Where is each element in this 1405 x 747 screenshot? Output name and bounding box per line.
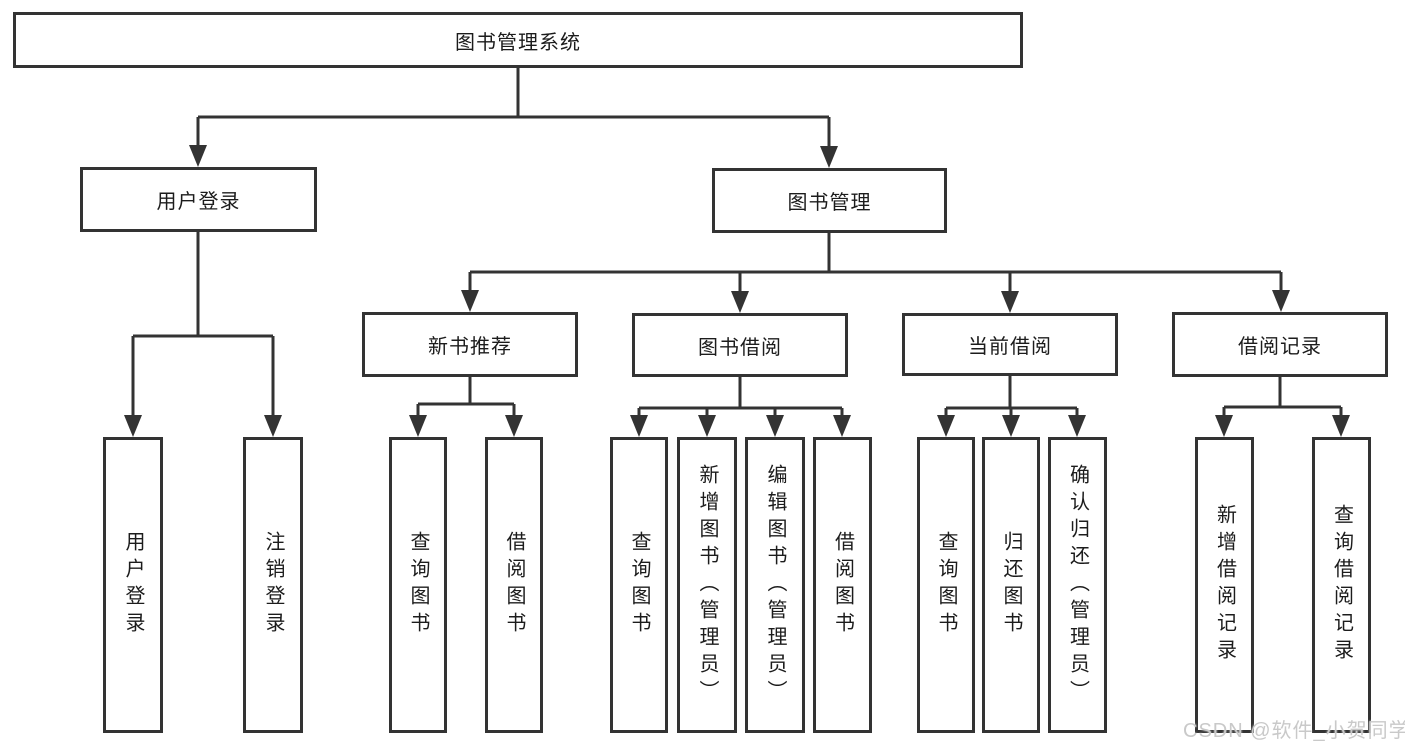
node-library-management-system: 图书管理系统 [13, 12, 1023, 68]
leaf-query-books-3: 查询图书 [917, 437, 975, 733]
node-user-login: 用户登录 [80, 167, 317, 232]
leaf-logout: 注销登录 [243, 437, 303, 733]
node-current-borrowing: 当前借阅 [902, 313, 1118, 376]
leaf-add-book-admin: 新增图书（管理员） [677, 437, 737, 733]
node-label: 图书管理 [787, 192, 872, 214]
leaf-query-borrow-record: 查询借阅记录 [1312, 437, 1371, 733]
node-label: 新书推荐 [428, 336, 512, 358]
leaf-query-books-2: 查询图书 [610, 437, 668, 733]
leaf-label: 借阅图书 [503, 531, 525, 639]
leaf-return-book: 归还图书 [982, 437, 1040, 733]
node-label: 用户登录 [156, 191, 241, 213]
node-new-book-recommendation: 新书推荐 [362, 312, 578, 377]
leaf-borrow-books: 借阅图书 [485, 437, 543, 733]
leaf-edit-book-admin: 编辑图书（管理员） [745, 437, 805, 733]
leaf-label: 借阅图书 [831, 531, 854, 639]
leaf-query-books: 查询图书 [389, 437, 447, 733]
node-label: 借阅记录 [1238, 336, 1322, 358]
csdn-watermark: CSDN @软件_小贺同学 [1183, 720, 1405, 742]
leaf-user-login: 用户登录 [103, 437, 163, 733]
leaf-label: 用户登录 [122, 531, 144, 639]
leaf-label: 确认归还（管理员） [1066, 463, 1089, 707]
leaf-label: 编辑图书（管理员） [764, 463, 786, 707]
node-label: 图书管理系统 [455, 31, 581, 54]
node-borrowing-records: 借阅记录 [1172, 312, 1388, 377]
leaf-label: 查询图书 [628, 531, 650, 639]
node-book-borrowing: 图书借阅 [632, 313, 848, 377]
leaf-label: 新增图书（管理员） [696, 463, 718, 707]
leaf-borrow-books-2: 借阅图书 [813, 437, 872, 733]
leaf-add-borrow-record: 新增借阅记录 [1195, 437, 1254, 733]
leaf-label: 查询图书 [407, 531, 429, 639]
leaf-confirm-return-admin: 确认归还（管理员） [1048, 437, 1107, 733]
node-label: 图书借阅 [698, 336, 782, 359]
node-book-management: 图书管理 [712, 168, 947, 233]
leaf-label: 注销登录 [262, 531, 284, 639]
leaf-label: 归还图书 [1000, 531, 1022, 639]
leaf-label: 查询图书 [935, 531, 957, 639]
leaf-label: 查询借阅记录 [1330, 504, 1353, 666]
leaf-label: 新增借阅记录 [1213, 504, 1236, 666]
node-label: 当前借阅 [968, 336, 1052, 358]
